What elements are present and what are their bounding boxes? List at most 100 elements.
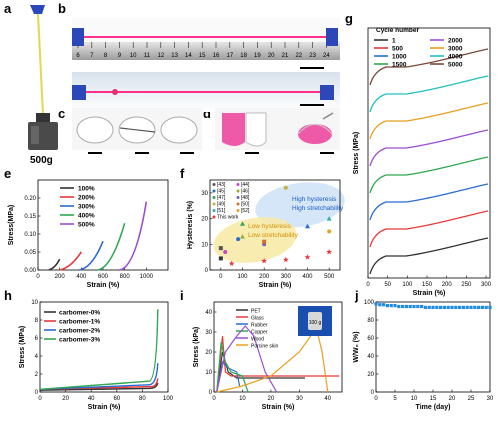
series-line-2000 <box>369 129 489 167</box>
series-line-1000 <box>369 183 489 221</box>
data-point <box>389 304 393 308</box>
data-point <box>484 305 488 309</box>
data-point <box>416 304 420 309</box>
data-point <box>461 305 465 309</box>
series-line-5000 <box>369 48 489 86</box>
ruler-tick-label: 9 <box>118 53 122 59</box>
y-tick-label: 40 <box>367 354 374 360</box>
plot-frame <box>39 301 169 393</box>
ruler-tick-label: 12 <box>157 53 164 59</box>
data-point <box>458 305 462 309</box>
y-tick-label: 100 <box>364 300 375 306</box>
y-axis-label: Stress (MPa) <box>353 132 360 174</box>
panel-label-d: d <box>203 106 211 121</box>
panel-label-e: e <box>4 166 11 181</box>
ruler-tick-label: 21 <box>282 53 289 59</box>
legend-label: [49] <box>217 202 226 208</box>
panel-label-g: g <box>345 11 353 26</box>
x-tick-label: 30 <box>296 396 303 402</box>
x-tick-label: 400 <box>76 274 87 280</box>
x-tick-label: 5 <box>393 396 397 402</box>
x-axis-label: Time (day) <box>416 404 451 411</box>
y-tick-label: 60 <box>367 336 374 342</box>
series-line-500 <box>369 210 489 248</box>
pink-hydrogel-left <box>222 113 245 146</box>
y-axis-label: W/W₀ (%) <box>353 331 360 362</box>
y-axis-label: Stress (kPa) <box>193 327 200 367</box>
y-tick-label: 2 <box>35 372 39 378</box>
legend-label: [46] <box>241 189 250 195</box>
x-tick-label: 150 <box>422 282 433 288</box>
annotation-low-stretch: Low stretchability <box>248 232 299 239</box>
legend-marker <box>236 183 240 186</box>
plot-frame <box>209 179 341 271</box>
x-tick-label: 400 <box>302 274 313 280</box>
data-point <box>427 305 431 309</box>
hook-icon <box>36 113 50 123</box>
low-region-blob <box>213 217 297 263</box>
legend-marker <box>212 209 216 212</box>
series-line-carbomer-1% <box>39 378 159 390</box>
data-point <box>446 305 450 309</box>
panel-a-photo: 500g <box>28 5 58 166</box>
x-tick-label: 10 <box>239 396 246 402</box>
data-point <box>326 249 332 255</box>
series-line-500% <box>119 201 148 271</box>
hydrogel-strip <box>37 13 44 116</box>
plot-frame <box>213 301 343 393</box>
legend-label: [47] <box>217 195 226 201</box>
y-tick-label: 40 <box>205 310 212 316</box>
legend-label: [43] <box>217 182 226 188</box>
data-point <box>228 260 235 266</box>
pink-hydrogel-bowl <box>298 124 332 144</box>
data-point <box>473 305 477 309</box>
legend-marker <box>212 183 216 186</box>
clamp-left-top <box>72 28 84 46</box>
legend-label: Wood <box>251 336 264 342</box>
data-point <box>218 256 223 261</box>
clamp-left-bottom <box>72 85 86 100</box>
y-tick-label: 0.05 <box>24 250 36 256</box>
legend-marker <box>212 189 216 193</box>
series-line-Porcine skin <box>216 326 329 393</box>
legend-marker <box>212 196 216 199</box>
series-line-Wood <box>216 325 278 393</box>
panel-label-h: h <box>4 288 12 303</box>
weight-label: 500g <box>30 155 53 166</box>
x-tick-label: 500 <box>324 274 335 280</box>
x-tick-label: 250 <box>461 282 472 288</box>
data-point <box>385 304 389 308</box>
data-point <box>404 304 408 309</box>
legend-label: [45] <box>217 189 226 195</box>
x-axis-label: Strain (%) <box>87 282 120 289</box>
y-tick-label: 80 <box>367 318 374 324</box>
legend-label: 100% <box>78 186 95 193</box>
y-tick-label: 4 <box>35 354 39 360</box>
ruler-tick-label: 16 <box>213 53 220 59</box>
legend-label: 5000 <box>448 62 463 69</box>
x-tick-label: 50 <box>384 282 391 288</box>
data-point <box>397 304 401 309</box>
y-tick-label: 0.20 <box>24 196 36 202</box>
x-tick-label: 0 <box>212 396 216 402</box>
plot-frame <box>37 179 169 271</box>
x-tick-label: 15 <box>430 396 437 402</box>
data-point <box>382 303 386 307</box>
legend-marker <box>212 202 216 206</box>
data-point <box>450 305 454 309</box>
legend-label: Rubber <box>251 322 268 328</box>
x-tick-label: 300 <box>481 282 492 288</box>
legend-label: 500 <box>392 46 403 53</box>
data-point <box>442 305 446 309</box>
y-tick-label: 0 <box>35 390 39 396</box>
data-point <box>469 305 473 309</box>
y-tick-label: 30 <box>205 330 212 336</box>
ruler-tick-label: 17 <box>226 53 233 59</box>
clamp-right-top <box>326 28 338 46</box>
x-tick-label: 100 <box>402 282 413 288</box>
panel-label-i: i <box>180 288 184 303</box>
legend-label: carbomer-1% <box>59 319 100 326</box>
